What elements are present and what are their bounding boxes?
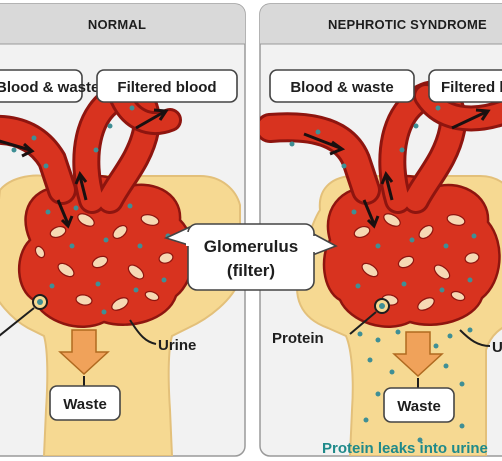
svg-text:Filtered blood: Filtered blood [117, 79, 216, 96]
waste-label-right: Waste [384, 388, 454, 422]
urine-label-right: Urine [492, 339, 502, 356]
blood-in-label-right: Blood & waste [270, 70, 414, 102]
svg-text:Blood & waste: Blood & waste [290, 79, 393, 96]
urine-label-left: Urine [158, 337, 196, 354]
filtered-blood-label-left: Filtered blood [97, 70, 237, 102]
svg-text:Glomerulus: Glomerulus [204, 237, 298, 256]
svg-text:Waste: Waste [397, 398, 441, 415]
filtered-blood-label-right: Filtered blood [429, 70, 502, 102]
nephrotic-header: NEPHROTIC SYNDROME [328, 17, 487, 32]
protein-leak-caption: Protein leaks into urine [322, 440, 488, 457]
normal-header: NORMAL [88, 17, 146, 32]
glomerulus-callout: Glomerulus (filter) [166, 224, 336, 290]
svg-text:Waste: Waste [63, 396, 107, 413]
svg-text:(filter): (filter) [227, 261, 275, 280]
svg-text:Filtered blood: Filtered blood [441, 79, 502, 96]
waste-label-left: Waste [50, 386, 120, 420]
svg-text:Blood & waste: Blood & waste [0, 79, 99, 96]
protein-label: Protein [272, 330, 324, 347]
